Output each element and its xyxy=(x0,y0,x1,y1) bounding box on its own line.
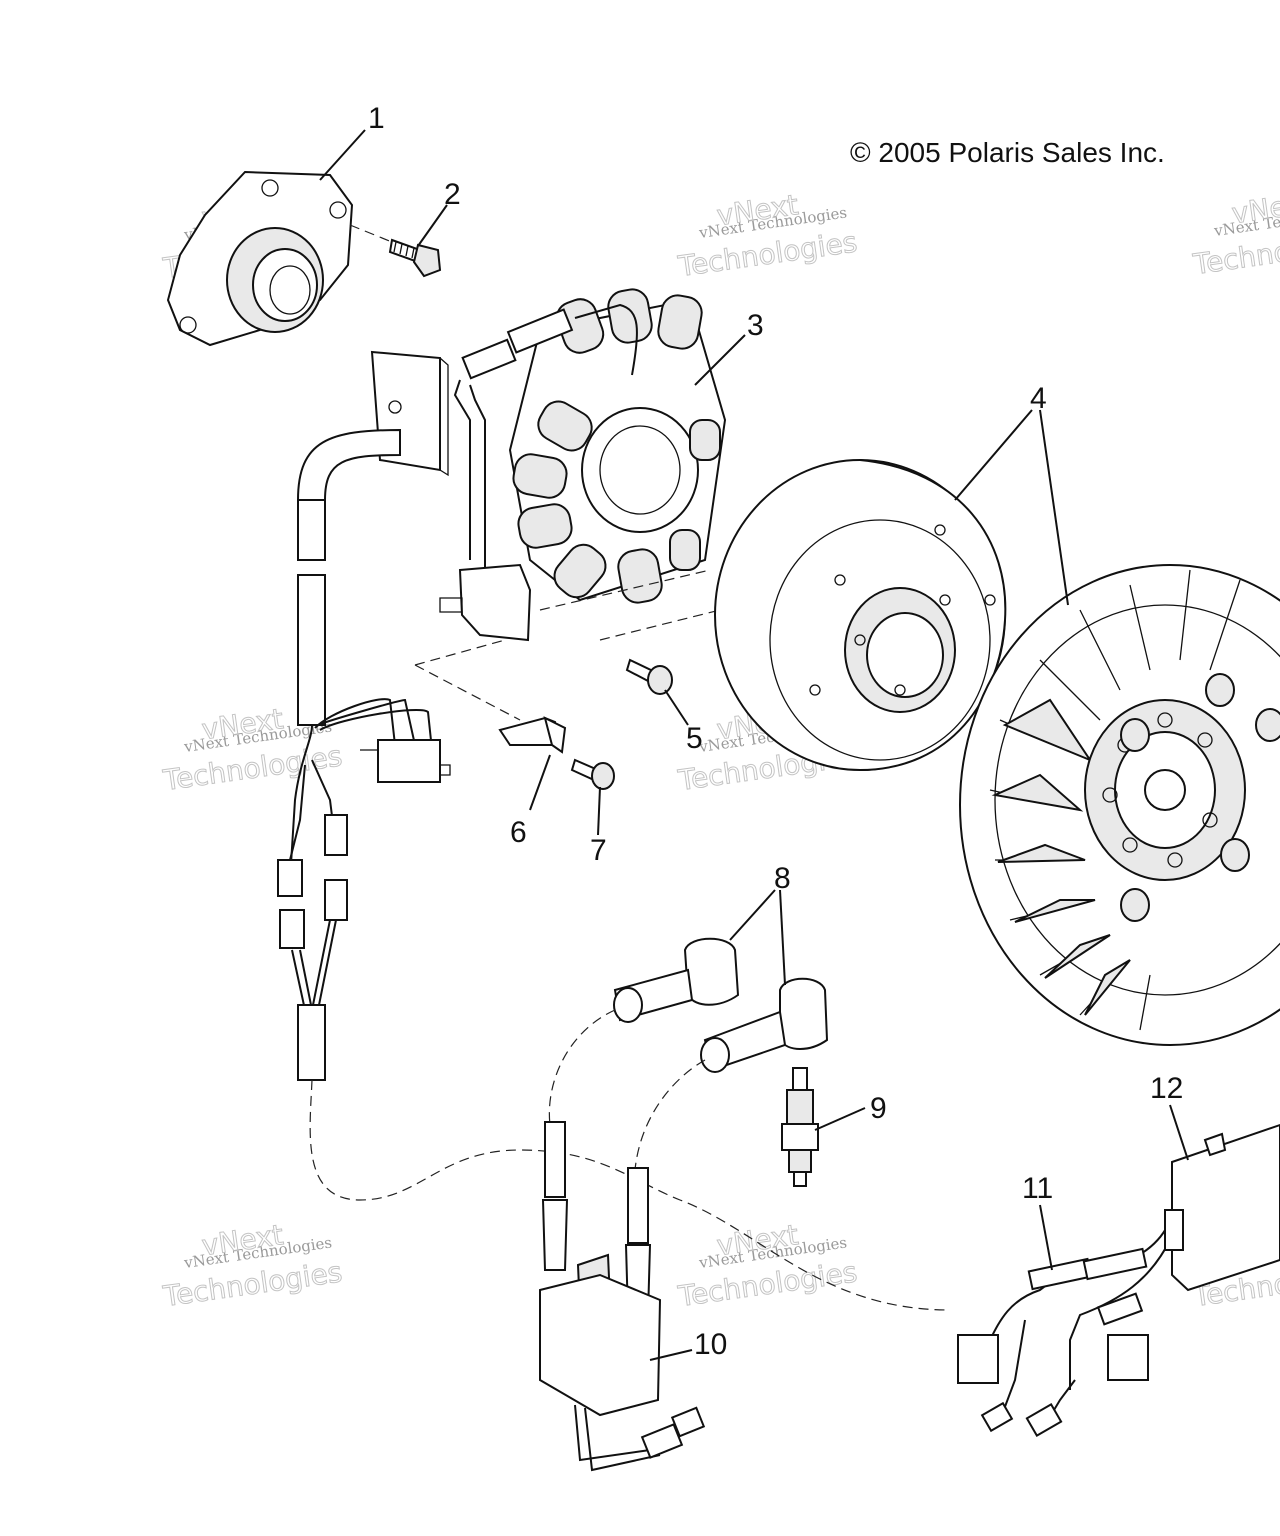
part-3-stator xyxy=(439,288,727,642)
part-1-bearing-plate xyxy=(166,170,354,347)
callout-7: 7 xyxy=(590,834,607,867)
left-wire-harness xyxy=(277,350,951,1311)
watermark-text: vNext xyxy=(1230,186,1280,230)
callout-8: 8 xyxy=(774,862,791,895)
callout-1: 1 xyxy=(368,102,385,135)
callout-9: 9 xyxy=(870,1092,887,1125)
callout-5: 5 xyxy=(686,722,703,755)
callout-12: 12 xyxy=(1150,1072,1183,1105)
copyright-notice: © 2005 Polaris Sales Inc. xyxy=(850,137,1165,168)
part-4-fan xyxy=(959,564,1280,1046)
callout-4: 4 xyxy=(1030,382,1047,415)
callout-labels: 1 2 3 4 5 6 7 8 9 10 11 12 xyxy=(368,102,1183,1361)
part-12-cdi-box xyxy=(1164,1123,1280,1292)
callout-2: 2 xyxy=(444,178,461,211)
part-6-bracket xyxy=(498,716,567,754)
callout-6: 6 xyxy=(510,816,527,849)
callout-10: 10 xyxy=(694,1328,727,1361)
part-11-wire-harness xyxy=(957,1224,1171,1438)
watermark-top-right: vNext Technologies vNext Technologies xyxy=(1190,186,1280,282)
part-9-spark-plug xyxy=(781,1067,819,1187)
watermark-top-center: vNext Technologies vNext Technologies xyxy=(675,188,860,284)
callout-3: 3 xyxy=(747,309,764,342)
leader-lines xyxy=(319,129,1189,1361)
part-4-flywheel xyxy=(714,459,1007,771)
part-2-bolt xyxy=(349,224,442,278)
callout-11: 11 xyxy=(1022,1172,1053,1205)
part-8-plug-caps xyxy=(548,937,829,1171)
part-7-screw xyxy=(570,758,615,790)
watermark-bottom-left: vNext Technologies vNext Technologies xyxy=(160,1218,345,1314)
part-5-screw xyxy=(625,658,673,695)
part-10-ignition-coil xyxy=(539,1121,706,1472)
watermark-bottom-center: vNext Technologies vNext Technologies xyxy=(675,1218,860,1314)
